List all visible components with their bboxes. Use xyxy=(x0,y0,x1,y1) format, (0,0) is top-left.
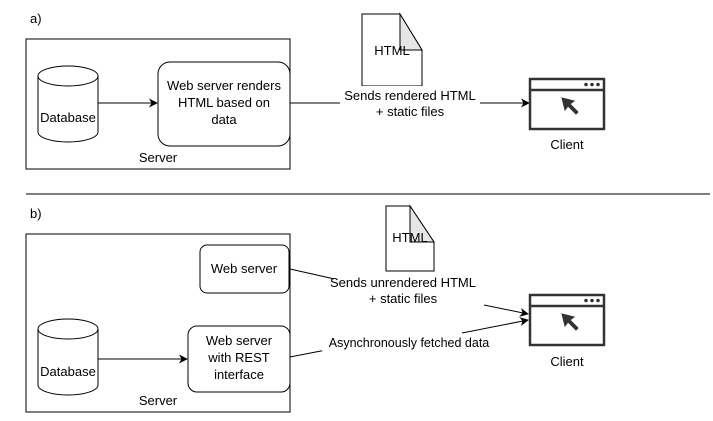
database-cylinder-b xyxy=(37,318,99,396)
client-window-icon-b xyxy=(528,293,606,347)
webserver-rest-node xyxy=(187,325,291,393)
server-label-b: Server xyxy=(139,393,178,408)
webserver-node-b xyxy=(199,244,290,294)
webserver-label-b: Web server xyxy=(211,261,278,276)
html-document-icon-a xyxy=(361,12,423,87)
edge-async-segment-1 xyxy=(289,349,327,358)
edge-label-a-line-1: Sends rendered HTML xyxy=(344,88,476,103)
database-label-a: Database xyxy=(40,110,96,125)
edge-async-segment-2 xyxy=(461,317,529,334)
webserver-renders-line-3: data xyxy=(211,112,237,127)
panel-a-label: a) xyxy=(30,11,42,26)
edge-label-bg-a xyxy=(340,86,480,120)
server-label-a: Server xyxy=(139,150,178,165)
webserver-rest-line-2: with REST xyxy=(207,350,269,365)
webserver-renders-node xyxy=(157,61,291,147)
edge-unrendered-segment-2 xyxy=(483,304,529,317)
html-document-label-a: HTML xyxy=(374,43,409,58)
edge-label-bg-b xyxy=(334,274,474,308)
webserver-renders-line-1: Web server renders xyxy=(167,78,281,93)
webserver-rest-line-3: interface xyxy=(214,367,264,382)
panel-a: a) Server Database Web server renders HT… xyxy=(25,11,606,170)
cursor-icon-a xyxy=(561,97,579,115)
async-fetched-label: Asynchronously fetched data xyxy=(329,336,490,350)
edge-label-b-line-1: Sends unrendered HTML xyxy=(330,275,476,290)
edge-label-b-line-2: + static files xyxy=(369,291,438,306)
html-document-label-b: HTML xyxy=(392,230,427,245)
cursor-icon-b xyxy=(561,313,579,331)
panel-b-label: b) xyxy=(30,206,42,221)
client-label-b: Client xyxy=(550,354,584,369)
webserver-renders-line-2: HTML based on xyxy=(178,95,270,110)
database-label-b: Database xyxy=(40,364,96,379)
database-cylinder-a xyxy=(37,65,99,143)
client-window-icon-a xyxy=(528,77,606,131)
server-container-b xyxy=(25,233,291,413)
html-document-icon-b xyxy=(385,204,435,272)
client-label-a: Client xyxy=(550,137,584,152)
webserver-rest-line-1: Web server xyxy=(206,333,273,348)
async-label-bg xyxy=(322,334,496,351)
panel-b: b) Server Web server Database Web server… xyxy=(25,204,606,413)
edge-label-a-line-2: + static files xyxy=(376,104,445,119)
